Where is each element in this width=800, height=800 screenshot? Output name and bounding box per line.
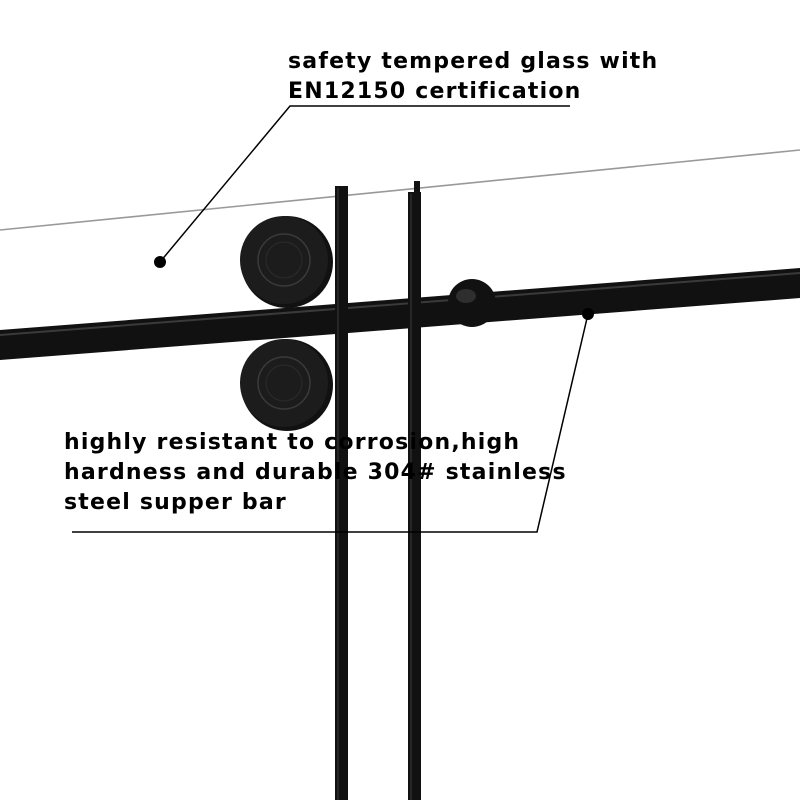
right-hanging-strap bbox=[408, 181, 421, 800]
bar-callout-line-3: steel supper bar bbox=[64, 490, 287, 515]
glass-callout-line-1: safety tempered glass with bbox=[288, 49, 659, 74]
upper-roller-wheel bbox=[240, 216, 333, 308]
bar-callout-line-1: highly resistant to corrosion,high bbox=[64, 430, 521, 455]
glass-callout-label: safety tempered glass with EN12150 certi… bbox=[288, 47, 658, 107]
support-bar bbox=[0, 268, 800, 360]
bar-connector-knob bbox=[448, 279, 496, 327]
bar-callout-line-2: hardness and durable 304# stainless bbox=[64, 460, 567, 485]
lower-roller-wheel bbox=[240, 339, 333, 431]
glass-leader-line bbox=[154, 105, 570, 268]
glass-top-edge bbox=[0, 149, 800, 231]
left-hanging-strap bbox=[335, 186, 348, 800]
bar-callout-label: highly resistant to corrosion,high hardn… bbox=[64, 428, 567, 518]
bar-leader-line bbox=[72, 308, 594, 533]
glass-callout-line-2: EN12150 certification bbox=[288, 79, 582, 104]
